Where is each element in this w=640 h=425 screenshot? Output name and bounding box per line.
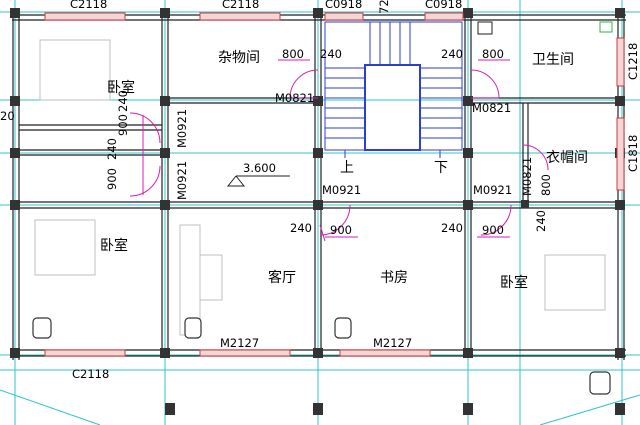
door-label-living: M2127: [220, 336, 259, 350]
dim-800-cloak: 800: [539, 174, 553, 196]
door-label-cloak: M0821: [520, 157, 534, 196]
door-label-right: M0921: [473, 183, 512, 197]
door-label-mid: M0921: [322, 183, 361, 197]
window-label-stair-right: C0918: [425, 0, 462, 11]
furniture: [34, 39, 606, 336]
stair-label-up: 上: [340, 160, 354, 176]
staircase: [324, 21, 463, 158]
dim-800-storage: 800: [282, 47, 304, 61]
room-label-bedroom-mid-left: 卧室: [100, 237, 128, 254]
window-label-right-upper: C1218: [626, 43, 640, 80]
window-label-top-left: C2118: [70, 0, 107, 11]
dim-240-storage: 240: [320, 47, 342, 61]
dim-240-left: 240: [105, 138, 119, 160]
dim-240-living: 240: [290, 221, 312, 235]
dim-20: 20: [0, 109, 15, 123]
level-label: 3.600: [243, 161, 276, 175]
dim-900-living: 900: [330, 223, 352, 237]
window-label-bottom-left: C2118: [72, 367, 109, 381]
room-label-bathroom: 卫生间: [532, 52, 574, 68]
door-label-left-a: M0921: [175, 109, 189, 148]
room-label-storage: 杂物间: [218, 50, 260, 66]
doors: [129, 59, 549, 242]
dim-900-left: 900: [105, 168, 119, 190]
dim-240-cloak: 240: [534, 210, 548, 232]
room-label-cloakroom: 衣帽间: [546, 150, 588, 166]
dim-900-left2: 900: [116, 114, 130, 136]
icons: [477, 21, 613, 35]
stair-label-down: 下: [434, 160, 448, 176]
door-label-left-b: M0921: [175, 161, 189, 200]
room-label-study: 书房: [380, 270, 408, 286]
window-label-top-mid: C2118: [222, 0, 259, 11]
room-label-bedroom-right: 卧室: [500, 274, 528, 291]
dim-240-study: 240: [441, 221, 463, 235]
door-label-storage: M0821: [275, 91, 314, 105]
room-label-bedroom-top-left: 卧室: [107, 79, 135, 96]
labels: 卧室 杂物间 卫生间 衣帽间 卧室 客厅 书房 卧室 上 下 3.600 C21…: [0, 0, 640, 381]
dim-240-bath: 240: [441, 47, 463, 61]
room-label-living: 客厅: [268, 269, 296, 286]
door-label-bath: M0821: [472, 101, 511, 115]
dim-800-bath: 800: [482, 47, 504, 61]
level-marker: [226, 175, 246, 187]
window-label-stair-left: C0918: [325, 0, 362, 11]
chairs: [32, 317, 611, 395]
windows: [44, 12, 625, 357]
window-label-right-lower: C1818: [626, 135, 640, 172]
window-label-stair-dim: 72: [377, 0, 391, 14]
dim-240-left2: 240: [116, 90, 130, 112]
dim-900-study: 900: [482, 223, 504, 237]
door-label-study: M2127: [373, 336, 412, 350]
